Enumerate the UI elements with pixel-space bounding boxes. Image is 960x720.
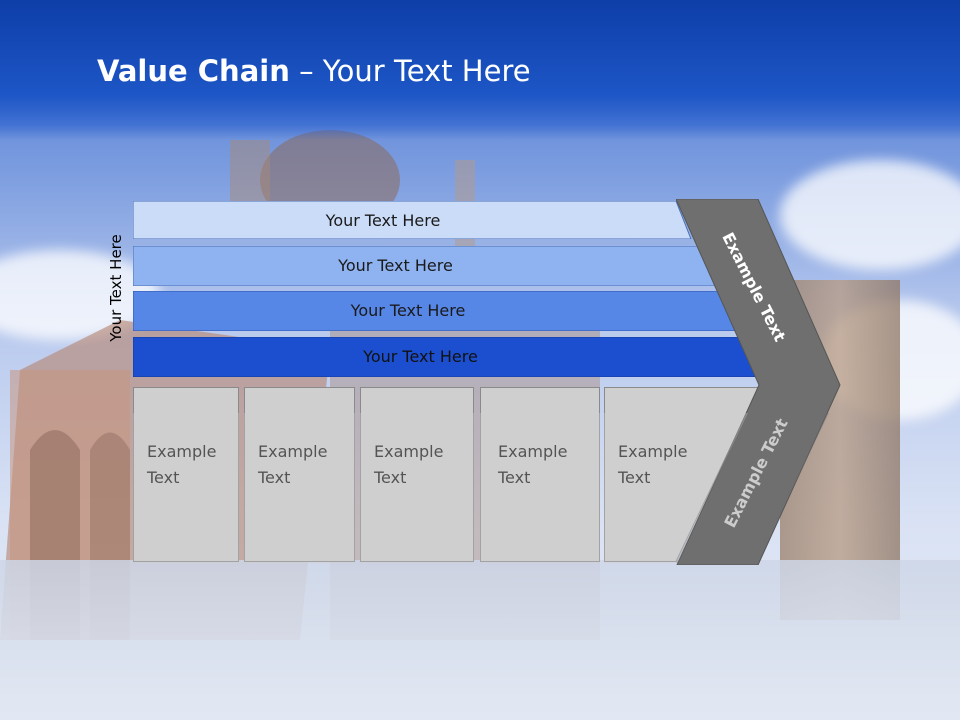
bar-2: Your Text Here (133, 246, 718, 286)
box-2-shape (244, 387, 355, 562)
box-1-shape (133, 387, 239, 562)
box-5-line2: Text (618, 468, 651, 487)
bar-1-label: Your Text Here (325, 210, 441, 230)
box-3-shape (360, 387, 474, 562)
bar-2-shape (133, 246, 717, 286)
bar-1: Your Text Here (133, 201, 693, 239)
header-band (0, 0, 960, 140)
bar-4: Your Text Here (133, 337, 768, 377)
bar-3: Your Text Here (133, 291, 743, 331)
title-bold: Value Chain (97, 54, 290, 88)
box-3-line2: Text (374, 468, 407, 487)
bar-4-label: Your Text Here (363, 346, 478, 366)
box-4-shape (480, 387, 600, 562)
box-2-line1: Example (258, 442, 328, 461)
box-5-line1: Example (618, 442, 688, 461)
value-chain-chevron (676, 199, 841, 565)
box-4-line2: Text (498, 468, 531, 487)
box-1-line1: Example (147, 442, 217, 461)
bar-3-label: Your Text Here (350, 300, 466, 320)
cloud (780, 160, 960, 270)
box-5-shape (604, 387, 760, 562)
box-2-line2: Text (258, 468, 291, 487)
bar-3-shape (133, 291, 740, 331)
bar-2-label: Your Text Here (338, 255, 453, 275)
box-1-line2: Text (147, 468, 180, 487)
ground (0, 560, 960, 720)
page-title: Value Chain – Your Text Here (97, 54, 531, 88)
box-4-line1: Example (498, 442, 568, 461)
side-label: Your Text Here (107, 234, 125, 342)
box-3-line1: Example (374, 442, 444, 461)
title-rest: – Your Text Here (289, 54, 531, 88)
bar-4-shape (133, 337, 765, 377)
bar-1-shape (133, 201, 692, 239)
